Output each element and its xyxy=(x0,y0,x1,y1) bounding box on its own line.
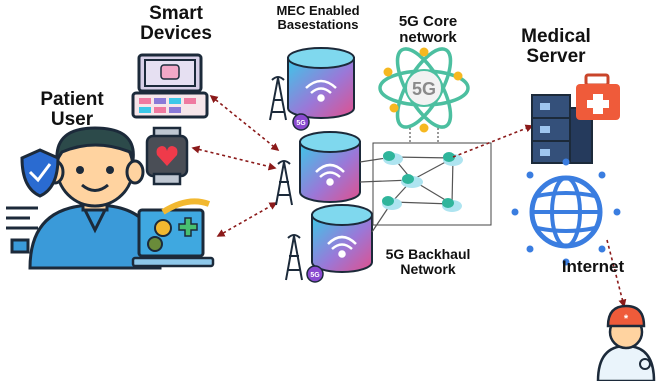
medical-server-label: Medical Server xyxy=(521,26,591,67)
link-globe-doctor xyxy=(606,239,627,308)
svg-text:*: * xyxy=(624,313,629,325)
globe-icon xyxy=(511,158,621,266)
link-backhaul-server xyxy=(452,124,534,158)
internet-label: Internet xyxy=(561,257,625,276)
medkit-icon xyxy=(576,73,620,120)
smart-devices-label: Smart Devices xyxy=(140,3,212,44)
card-lines-icon xyxy=(6,206,38,254)
doctor-icon: * xyxy=(596,304,656,381)
mec-basestation-2 xyxy=(275,131,361,206)
tower-icon xyxy=(269,76,287,121)
backhaul-box xyxy=(372,142,492,226)
mec-label: MEC Enabled Basestations xyxy=(276,3,360,32)
bs-3-badge: 5G xyxy=(310,272,320,279)
wifi-icon xyxy=(315,163,345,186)
monitor-icon xyxy=(131,53,209,119)
shield-icon xyxy=(20,148,60,198)
backhaul-links xyxy=(359,156,454,233)
backhaul-label: 5G Backhaul Network xyxy=(385,246,471,277)
patient-user-figure xyxy=(6,126,162,270)
mec-basestation-1: 5G xyxy=(269,47,355,131)
atom-icon xyxy=(378,47,470,133)
link-watch-basestation xyxy=(191,145,277,171)
tower-icon xyxy=(275,160,293,206)
device-links xyxy=(191,94,280,237)
core-network-label: 5G Core network xyxy=(398,13,458,46)
cloud-icon xyxy=(382,151,463,212)
tower-icon xyxy=(285,234,303,281)
robot-arm-icon xyxy=(131,198,215,268)
mec-basestation-3: 5G xyxy=(285,204,373,283)
core-badge: 5G xyxy=(412,79,436,99)
bs-1-badge: 5G xyxy=(296,120,306,127)
wifi-icon xyxy=(327,235,357,258)
smartwatch-icon xyxy=(145,126,189,186)
link-monitor-basestation xyxy=(209,94,280,152)
patient-user-label: Patient User xyxy=(40,89,104,130)
wifi-icon xyxy=(305,79,337,102)
link-robot-basestation xyxy=(216,202,278,237)
